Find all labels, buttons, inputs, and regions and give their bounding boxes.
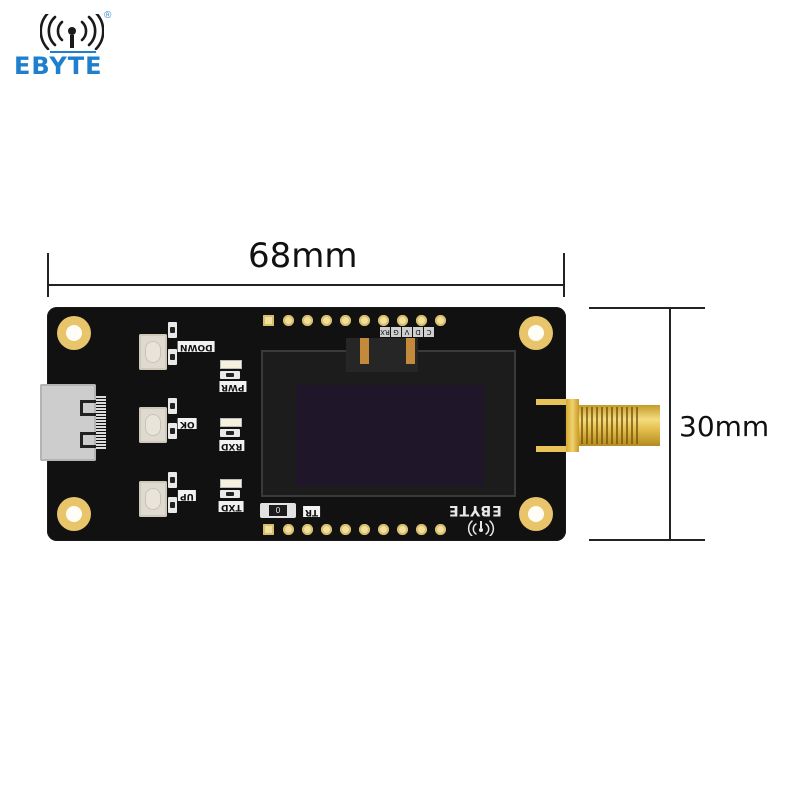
flex-tab-left [360,338,369,364]
header-pad-top [340,315,351,326]
usb-c-port[interactable] [40,384,97,461]
pin-label: G [391,327,401,337]
smd-resistor [168,322,177,338]
width-dimension-line [47,284,565,286]
led-resistor [220,429,240,437]
label-rxd: RXD [219,440,245,451]
pin-label: C [424,327,434,337]
width-dimension-tick-left [47,253,49,297]
header-pad-bottom-1 [263,524,274,535]
smd-resistor [168,497,177,513]
header-pad-bottom [321,524,332,535]
width-dimension-tick-right [563,253,565,297]
brand-name: EBYTE [14,52,103,80]
header-pad-top-1 [263,315,274,326]
led-rx [220,418,242,427]
header-pad-bottom [397,524,408,535]
mounting-hole-bottom-left [57,497,91,531]
pin-label: D [413,327,423,337]
header-pad-bottom [302,524,313,535]
header-pad-top [321,315,332,326]
led-resistor [220,490,240,498]
label-ok: OK [178,418,197,429]
board-ebyte-logo: EBYTE [446,502,514,538]
wireless-signal-icon [467,520,495,536]
mounting-hole-top-right [519,316,553,350]
header-pad-top [416,315,427,326]
header-pad-top [397,315,408,326]
pin-label: V [402,327,412,337]
led-tx [220,479,242,488]
header-pad-top [359,315,370,326]
height-dimension-cap-bottom [589,539,705,541]
header-pad-bottom [359,524,370,535]
oled-flex-cable [346,338,418,372]
ok-button[interactable] [139,407,167,443]
mounting-hole-bottom-right [519,497,553,531]
logo-underline [50,51,96,53]
header-pad-bottom [340,524,351,535]
label-txd: TXD [219,501,244,512]
up-button[interactable] [139,481,167,517]
smd-resistor [168,423,177,439]
usb-c-pins [96,396,106,450]
label-down: DOWN [178,341,215,352]
header-pin-labels: RX G V D C [380,327,434,338]
label-tr: TR [303,506,321,517]
header-pad-bottom [378,524,389,535]
usb-c-latch-bottom [80,432,97,448]
header-pad-top [435,315,446,326]
header-pad-bottom [435,524,446,535]
smd-resistor [168,398,177,414]
header-pad-top [302,315,313,326]
label-pwr: PWR [219,381,247,392]
header-pad-bottom [283,524,294,535]
brand-logo: ® EBYTE [12,8,132,80]
label-up: UP [178,490,196,501]
pin-label: RX [380,327,390,337]
board-logo-text: EBYTE [448,502,502,518]
mounting-hole-top-left [57,316,91,350]
header-pad-top [283,315,294,326]
down-button[interactable] [139,334,167,370]
smd-resistor [168,349,177,365]
smd-resistor [168,472,177,488]
wireless-signal-icon [40,14,104,50]
sma-flange [566,399,579,452]
led-resistor [220,371,240,379]
sma-pin-top-overlay [536,399,568,405]
sma-pin-bottom-overlay [536,446,568,452]
height-dimension-label: 30mm [679,410,770,443]
sma-thread [581,407,641,444]
flex-tab-right [406,338,415,364]
registered-mark: ® [104,10,112,21]
led-power [220,360,242,369]
zero-ohm-resistor: 0 [260,503,296,518]
height-dimension-line [669,308,671,540]
header-pad-bottom [416,524,427,535]
oled-display-screen [296,385,484,486]
width-dimension-label: 68mm [248,236,358,276]
header-pad-top [378,315,389,326]
height-dimension-cap-top [589,307,705,309]
usb-c-latch-top [80,400,97,416]
resistor-value: 0 [269,505,287,516]
